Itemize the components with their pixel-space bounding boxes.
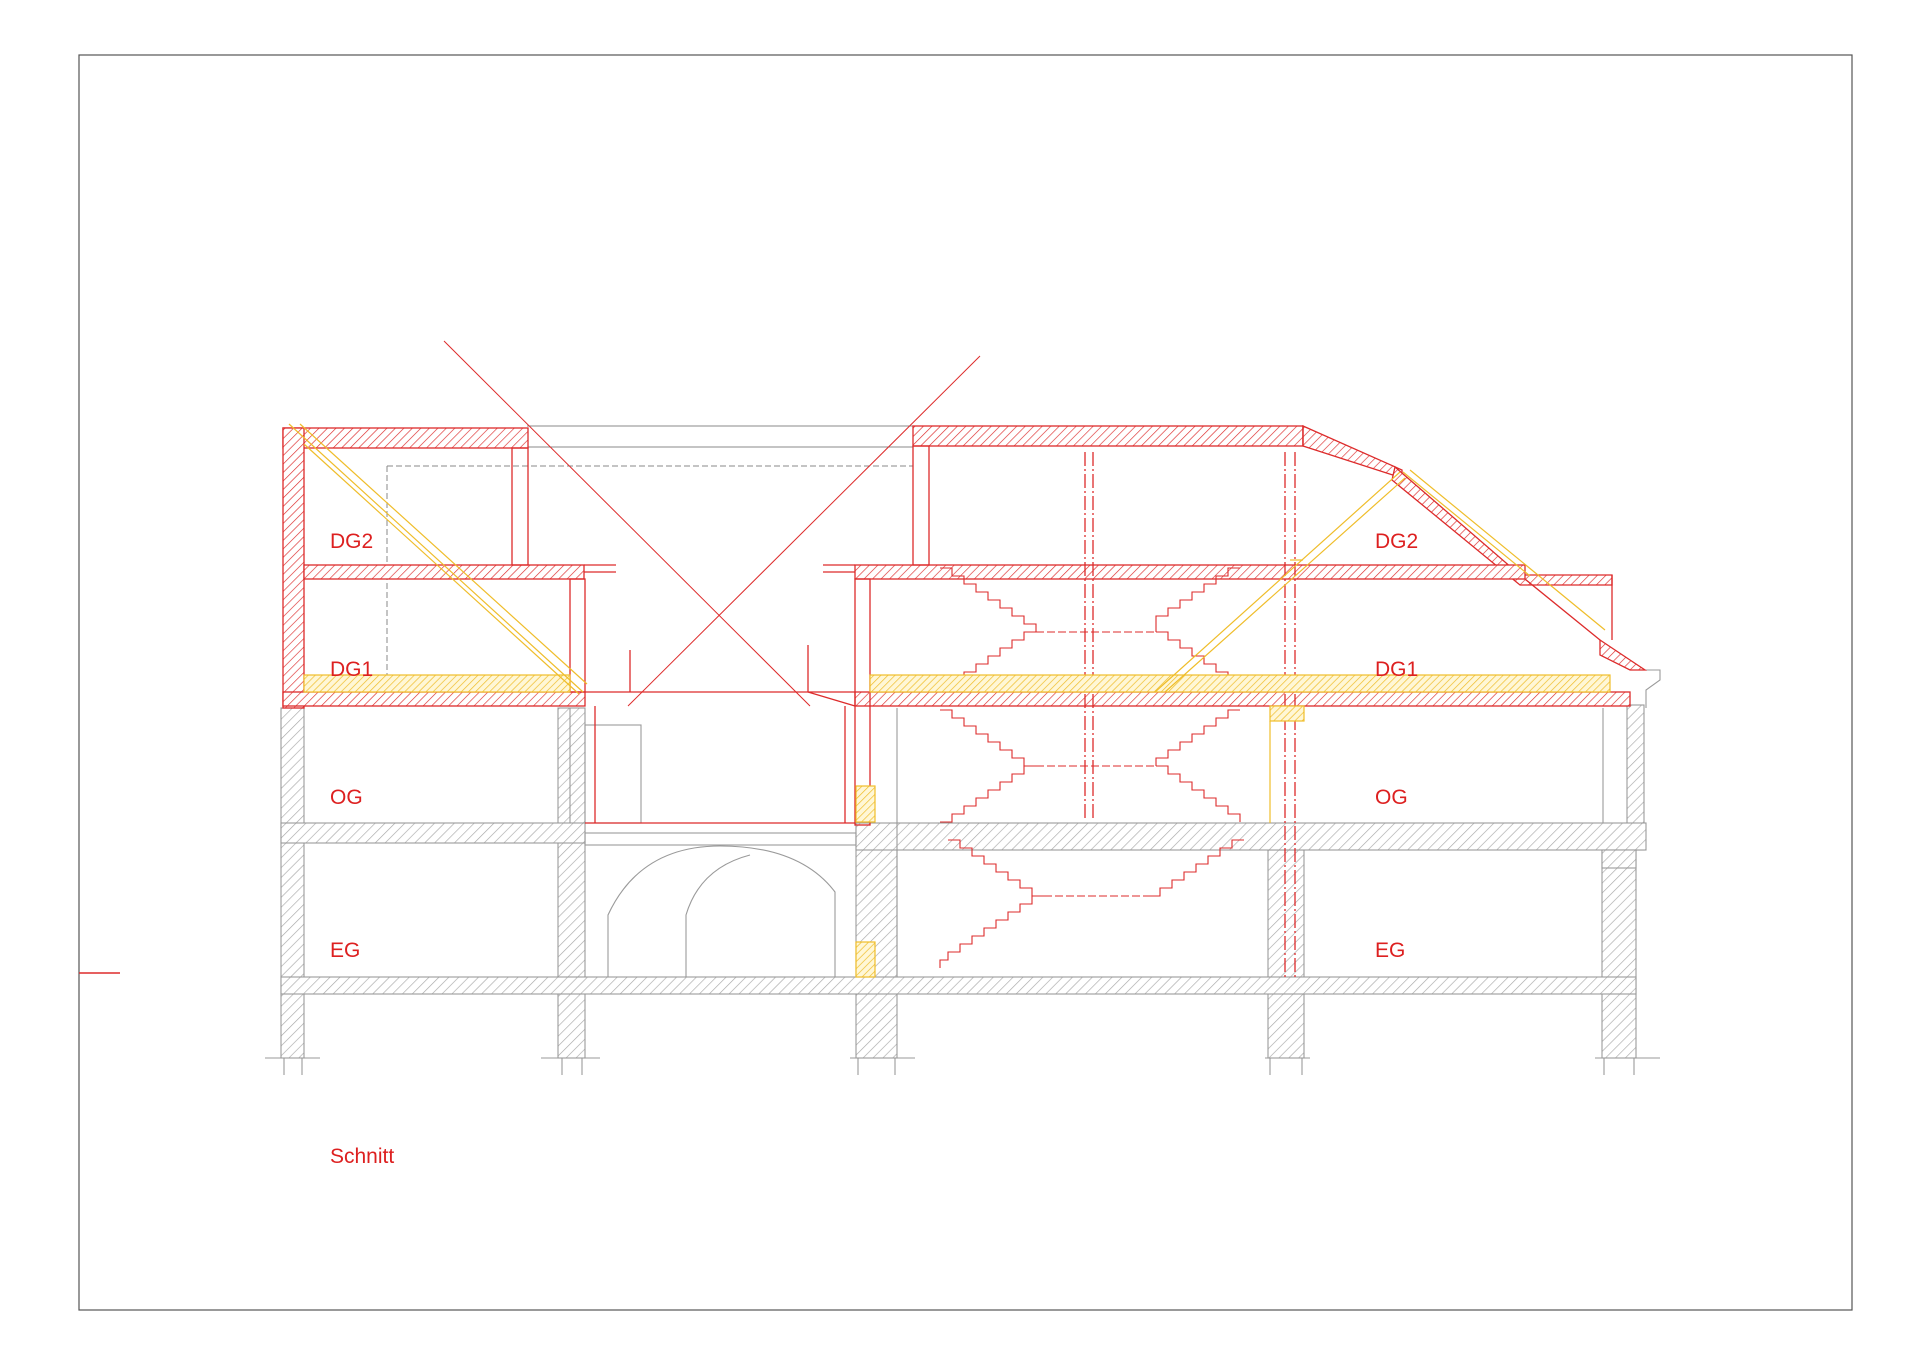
label-dg1-right: DG1	[1375, 658, 1418, 681]
label-dg2-left: DG2	[330, 530, 373, 553]
construction-lines	[443, 340, 981, 707]
sheet-frame	[78, 54, 1853, 1311]
label-og-right: OG	[1375, 786, 1408, 809]
existing-structure	[265, 669, 1661, 1075]
label-dg2-right: DG2	[1375, 530, 1418, 553]
staircase	[939, 567, 1244, 968]
label-eg-right: EG	[1375, 939, 1405, 962]
new-structure	[282, 424, 1648, 980]
floor-labels: DG2 DG2 DG1 DG1 OG OG EG EG Schnitt	[330, 530, 1418, 1168]
drawing-caption: Schnitt	[330, 1145, 394, 1168]
label-og-left: OG	[330, 786, 363, 809]
existing-roof-outline	[386, 425, 913, 690]
insulation	[288, 423, 1611, 978]
label-dg1-left: DG1	[330, 658, 373, 681]
label-eg-left: EG	[330, 939, 360, 962]
